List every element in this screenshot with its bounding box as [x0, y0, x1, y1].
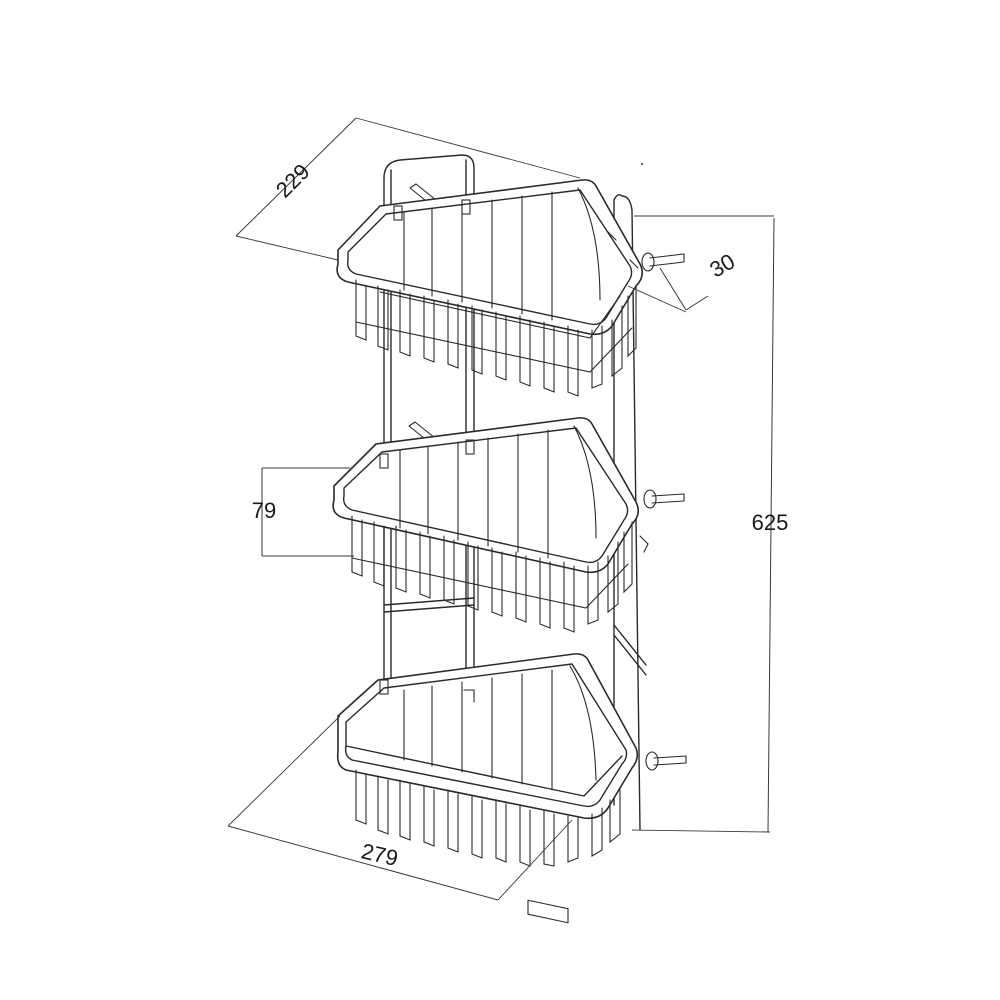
basket-top [336, 179, 644, 397]
basket-bottom [336, 653, 639, 924]
dimension-shelf-spacing: 79 [252, 467, 354, 557]
dimension-width-label: 279 [359, 838, 400, 871]
stray-dot [641, 163, 643, 165]
dimension-shelf-spacing-label: 79 [252, 498, 276, 523]
dimension-height-label: 625 [752, 510, 789, 535]
dimension-height: 625 [631, 215, 789, 833]
basket-middle [332, 417, 649, 633]
dimension-wall-offset-label: 30 [705, 249, 739, 283]
